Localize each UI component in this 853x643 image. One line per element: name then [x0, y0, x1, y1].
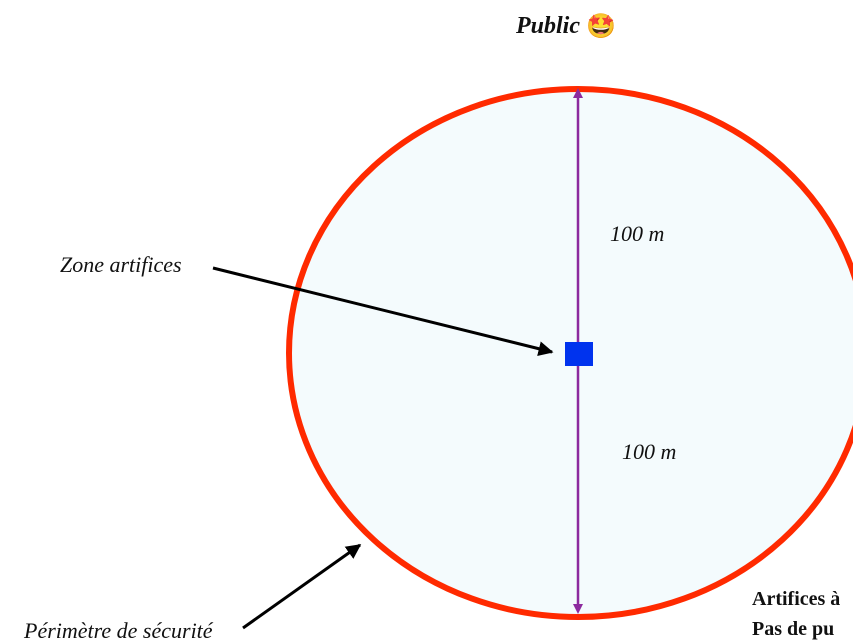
title-text: Public [516, 13, 580, 39]
distance-label-top: 100 m [610, 221, 665, 246]
star-struck-emoji-icon: 🤩 [586, 12, 616, 40]
diagram-title: Public 🤩 [516, 14, 616, 38]
zone-label: Zone artifices [60, 252, 182, 277]
zone-pointer-arrow [212, 266, 554, 357]
note-line-2: Pas de pu [752, 618, 835, 640]
distance-label-bottom: 100 m [622, 439, 677, 464]
firework-zone-square [565, 342, 593, 366]
perimeter-label: Périmètre de sécurité [24, 618, 213, 643]
note-line-1: Artifices à [752, 588, 841, 610]
perimeter-pointer-arrow [242, 543, 362, 630]
